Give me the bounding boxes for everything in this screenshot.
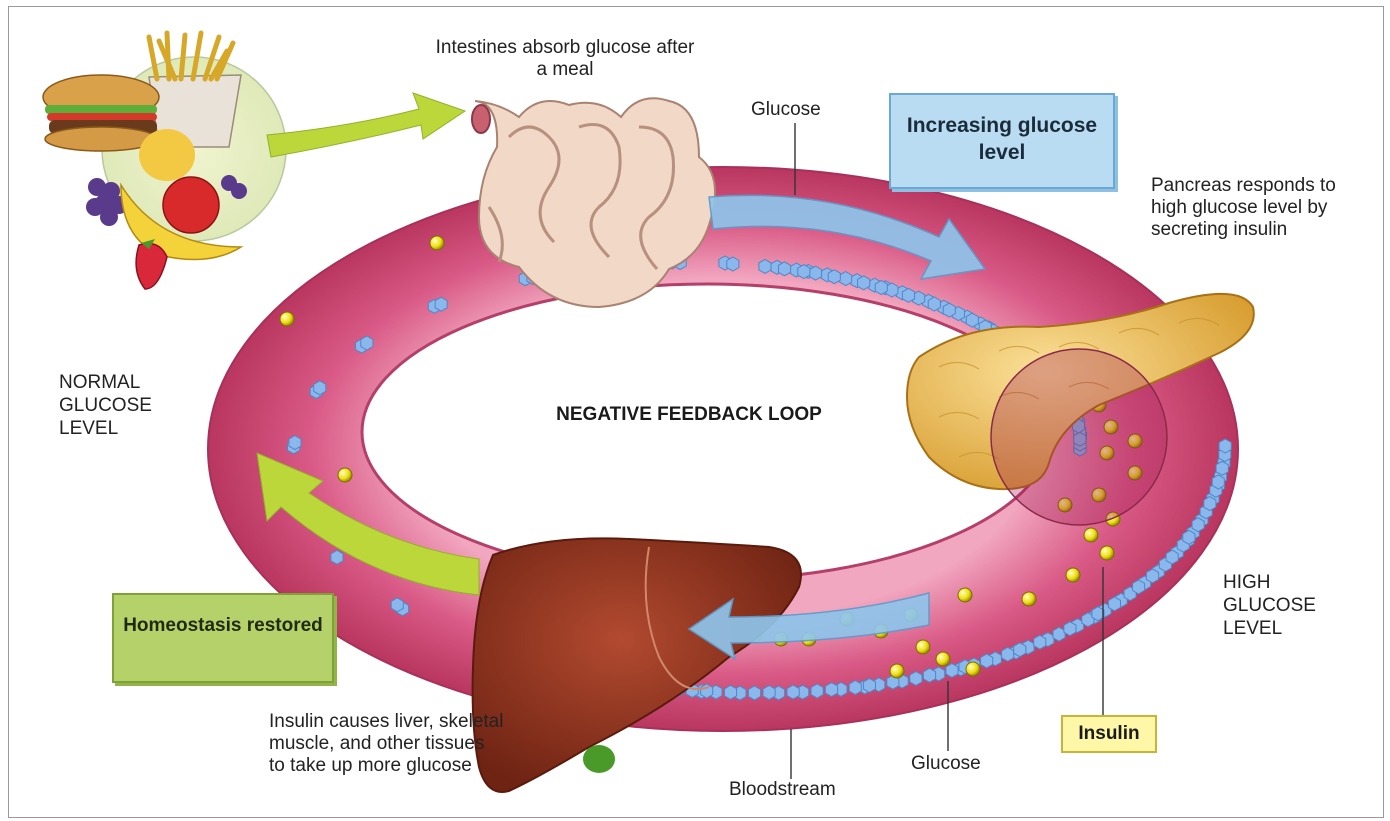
- glucose-molecule-icon: [875, 281, 887, 295]
- insulin-molecule-icon: [936, 652, 950, 666]
- insulin-molecule-icon: [1022, 592, 1036, 606]
- negative-feedback-title: NEGATIVE FEEDBACK LOOP: [549, 403, 829, 427]
- glucose-molecule-icon: [1108, 597, 1120, 611]
- glucose-bottom-label: Glucose: [911, 753, 981, 775]
- insulin-molecule-icon: [1084, 528, 1098, 542]
- glucose-molecule-icon: [763, 686, 775, 700]
- glucose-molecule-icon: [1133, 580, 1145, 594]
- glucose-molecule-icon: [840, 272, 852, 286]
- glucose-molecule-icon: [1204, 497, 1216, 511]
- normal-glucose-label: NORMAL GLUCOSE LEVEL: [59, 371, 169, 440]
- glucose-molecule-icon: [1183, 530, 1195, 544]
- meal-arrow: [267, 93, 465, 157]
- glucose-molecule-icon: [1014, 643, 1026, 657]
- bloodstream-label: Bloodstream: [729, 779, 836, 801]
- glucose-molecule-icon: [928, 297, 940, 311]
- glucose-molecule-icon: [910, 671, 922, 685]
- glucose-molecule-icon: [759, 259, 771, 273]
- glucose-molecule-icon: [1053, 627, 1065, 641]
- glucose-molecule-icon: [779, 262, 791, 276]
- insulin-molecule-icon: [958, 588, 972, 602]
- glucose-molecule-icon: [825, 683, 837, 697]
- insulin-molecule-icon: [966, 662, 980, 676]
- glucose-molecule-icon: [810, 266, 822, 280]
- glucose-molecule-icon: [1216, 461, 1228, 475]
- glucose-molecule-icon: [1002, 647, 1014, 661]
- insulin-molecule-icon: [280, 312, 294, 326]
- glucose-top-label: Glucose: [751, 99, 821, 121]
- glucose-molecule-icon: [725, 685, 737, 699]
- intestines-label: Intestines absorb glucose after a meal: [435, 37, 695, 81]
- high-glucose-label: HIGH GLUCOSE LEVEL: [1223, 571, 1333, 640]
- homeostasis-box: Homeostasis restored: [112, 593, 334, 683]
- insulin-molecule-icon: [338, 468, 352, 482]
- glucose-molecule-icon: [1064, 622, 1076, 636]
- glucose-molecule-icon: [289, 436, 301, 450]
- glucose-molecule-icon: [798, 265, 810, 279]
- pancreas-label: Pancreas responds to high glucose level …: [1151, 175, 1351, 241]
- glucose-molecule-icon: [1092, 607, 1104, 621]
- glucose-molecule-icon: [435, 297, 447, 311]
- glucose-molecule-icon: [391, 598, 403, 612]
- glucose-molecule-icon: [331, 550, 343, 564]
- glucose-molecule-icon: [748, 686, 760, 700]
- glucose-molecule-icon: [361, 336, 373, 350]
- glucose-molecule-icon: [946, 663, 958, 677]
- glucose-molecule-icon: [1034, 635, 1046, 649]
- glucose-molecule-icon: [858, 276, 870, 290]
- liver-caption: Insulin causes liver, skeletal muscle, a…: [269, 711, 504, 777]
- glucose-molecule-icon: [701, 684, 713, 698]
- insulin-box: Insulin: [1061, 715, 1157, 753]
- glucose-molecule-icon: [1219, 439, 1231, 453]
- glucose-molecule-icon: [314, 381, 326, 395]
- glucose-molecule-icon: [966, 313, 978, 327]
- insulin-molecule-icon: [430, 236, 444, 250]
- food-plate-icon: [43, 33, 286, 289]
- glucose-molecule-icon: [787, 685, 799, 699]
- insulin-molecule-icon: [1100, 546, 1114, 560]
- glucose-molecule-icon: [828, 270, 840, 284]
- glucose-molecule-icon: [727, 257, 739, 271]
- glucose-molecule-icon: [1212, 475, 1224, 489]
- glucose-molecule-icon: [981, 654, 993, 668]
- increasing-glucose-box: Increasing glucose level: [889, 93, 1115, 189]
- glucose-molecule-icon: [1192, 518, 1204, 532]
- glucose-molecule-icon: [943, 303, 955, 317]
- glucose-molecule-icon: [1146, 569, 1158, 583]
- glucose-molecule-icon: [923, 668, 935, 682]
- glucose-molecule-icon: [863, 678, 875, 692]
- insulin-molecule-icon: [916, 640, 930, 654]
- insulin-molecule-icon: [890, 664, 904, 678]
- glucose-molecule-icon: [811, 684, 823, 698]
- glucose-molecule-icon: [902, 288, 914, 302]
- glucose-molecule-icon: [849, 681, 861, 695]
- glucose-molecule-icon: [1166, 550, 1178, 564]
- insulin-molecule-icon: [1066, 568, 1080, 582]
- figure-frame: Intestines absorb glucose after a meal G…: [8, 6, 1384, 818]
